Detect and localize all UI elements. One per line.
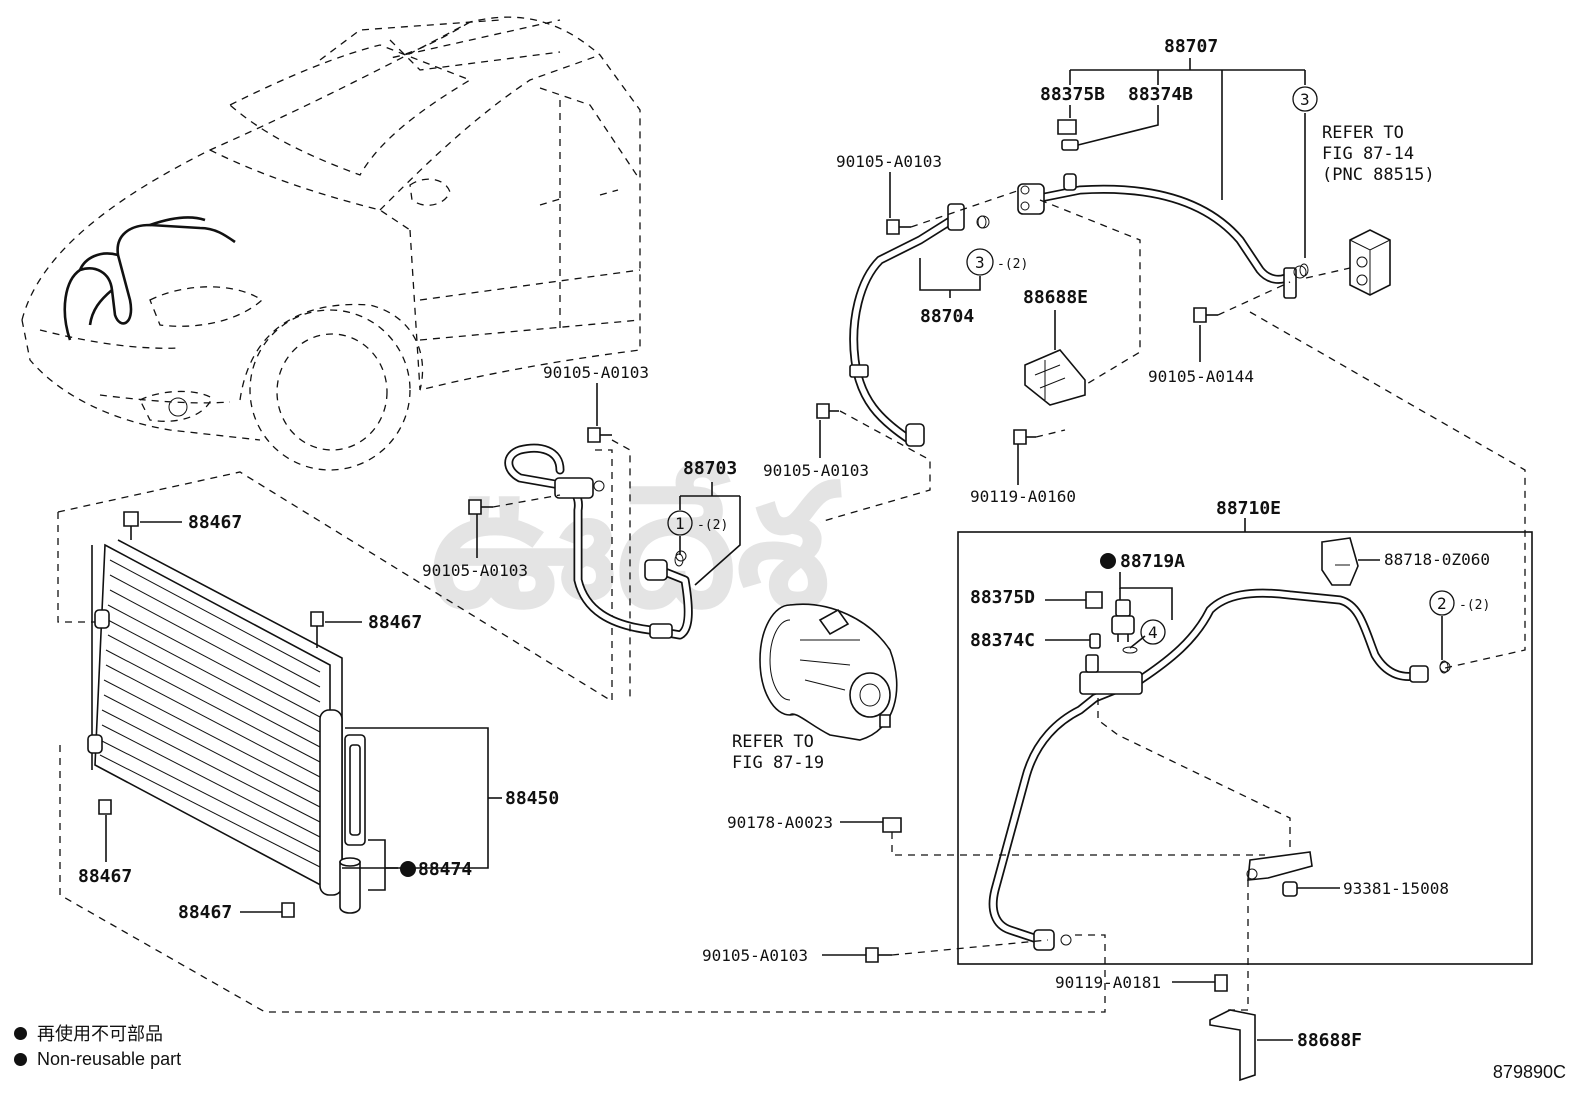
label-88467-d: 88467	[178, 902, 232, 923]
small-parts	[882, 817, 1313, 1082]
ref-circle-4: 4	[1148, 623, 1158, 642]
expansion-valve	[1349, 229, 1391, 296]
label-88704: 88704	[920, 306, 974, 327]
label-88467-b: 88467	[368, 612, 422, 633]
liquid-tube-88710e	[957, 531, 1533, 965]
discharge-hose-88703	[504, 443, 693, 640]
suction-hose-88704	[849, 203, 990, 447]
qty-2: -(2)	[1459, 598, 1490, 613]
non-reusable-dot-icon	[14, 1026, 27, 1040]
label-88718-0z060: 88718-0Z060	[1384, 550, 1490, 569]
compressor	[759, 603, 898, 741]
ref-circle-3-top: 3	[1300, 90, 1310, 109]
part-labels: 88707 88375B 88374B 3 REFER TO FIG 87-14…	[78, 36, 1490, 1051]
label-88719a: 88719A	[1120, 551, 1185, 572]
label-90105-a0103-bottom: 90105-A0103	[702, 946, 808, 965]
refer-fig-87-14-line2: FIG 87-14	[1322, 144, 1414, 164]
ref-circle-3-mid: 3	[975, 253, 985, 272]
figure-code: 879890C	[1492, 1062, 1566, 1082]
legend-row-jp: 再使用不可部品	[14, 1020, 181, 1046]
car-illustration	[21, 16, 641, 471]
legend-row-en: Non-reusable part	[14, 1046, 181, 1072]
label-90105-a0103-left: 90105-A0103	[422, 561, 528, 580]
ref-circle-1: 1	[675, 514, 685, 533]
label-88703: 88703	[683, 458, 737, 479]
label-90119-a0160: 90119-A0160	[970, 487, 1076, 506]
refer-fig-87-19-line2: FIG 87-19	[732, 753, 824, 773]
label-90105-a0103-comp: 90105-A0103	[763, 461, 869, 480]
refer-fig-87-14-line3: (PNC 88515)	[1322, 165, 1435, 185]
legend-text-en: Non-reusable part	[37, 1048, 182, 1069]
label-88450: 88450	[505, 788, 559, 809]
non-reusable-dot-icon	[14, 1052, 27, 1066]
label-88707: 88707	[1164, 36, 1218, 57]
qty-1: -(2)	[697, 518, 728, 533]
label-88688f: 88688F	[1297, 1030, 1362, 1051]
qty-3-mid: -(2)	[997, 257, 1028, 272]
legend: 再使用不可部品 Non-reusable part	[14, 1020, 181, 1072]
legend-text-jp: 再使用不可部品	[37, 1024, 163, 1044]
label-90105-a0144: 90105-A0144	[1148, 367, 1254, 386]
label-90119-a0181: 90119-A0181	[1055, 973, 1161, 992]
label-90105-a0103-top: 90105-A0103	[836, 152, 942, 171]
label-88375b: 88375B	[1040, 84, 1105, 105]
label-90178-a0023: 90178-A0023	[727, 813, 833, 832]
label-90105-a0103-mid: 90105-A0103	[543, 363, 649, 382]
label-88474: 88474	[418, 859, 472, 880]
label-93381-15008: 93381-15008	[1343, 879, 1449, 898]
label-88374c: 88374C	[970, 630, 1035, 651]
condenser-assembly	[57, 449, 1106, 1013]
refer-fig-87-14-line1: REFER TO	[1322, 123, 1404, 143]
ref-circle-2: 2	[1437, 594, 1447, 613]
label-88374b: 88374B	[1128, 84, 1193, 105]
ref-circles	[400, 86, 1455, 877]
label-88467-a: 88467	[188, 512, 242, 533]
bolts	[468, 219, 1218, 963]
label-88467-c: 88467	[78, 866, 132, 887]
label-88688e: 88688E	[1023, 287, 1088, 308]
suction-hose-88707	[1017, 119, 1307, 299]
clamp-88688e	[1024, 349, 1086, 406]
dashed-connectors	[492, 189, 1526, 1011]
label-88710e: 88710E	[1216, 498, 1281, 519]
leader-lines	[105, 58, 1443, 1041]
label-88375d: 88375D	[970, 587, 1035, 608]
refer-fig-87-19-line1: REFER TO	[732, 732, 814, 752]
